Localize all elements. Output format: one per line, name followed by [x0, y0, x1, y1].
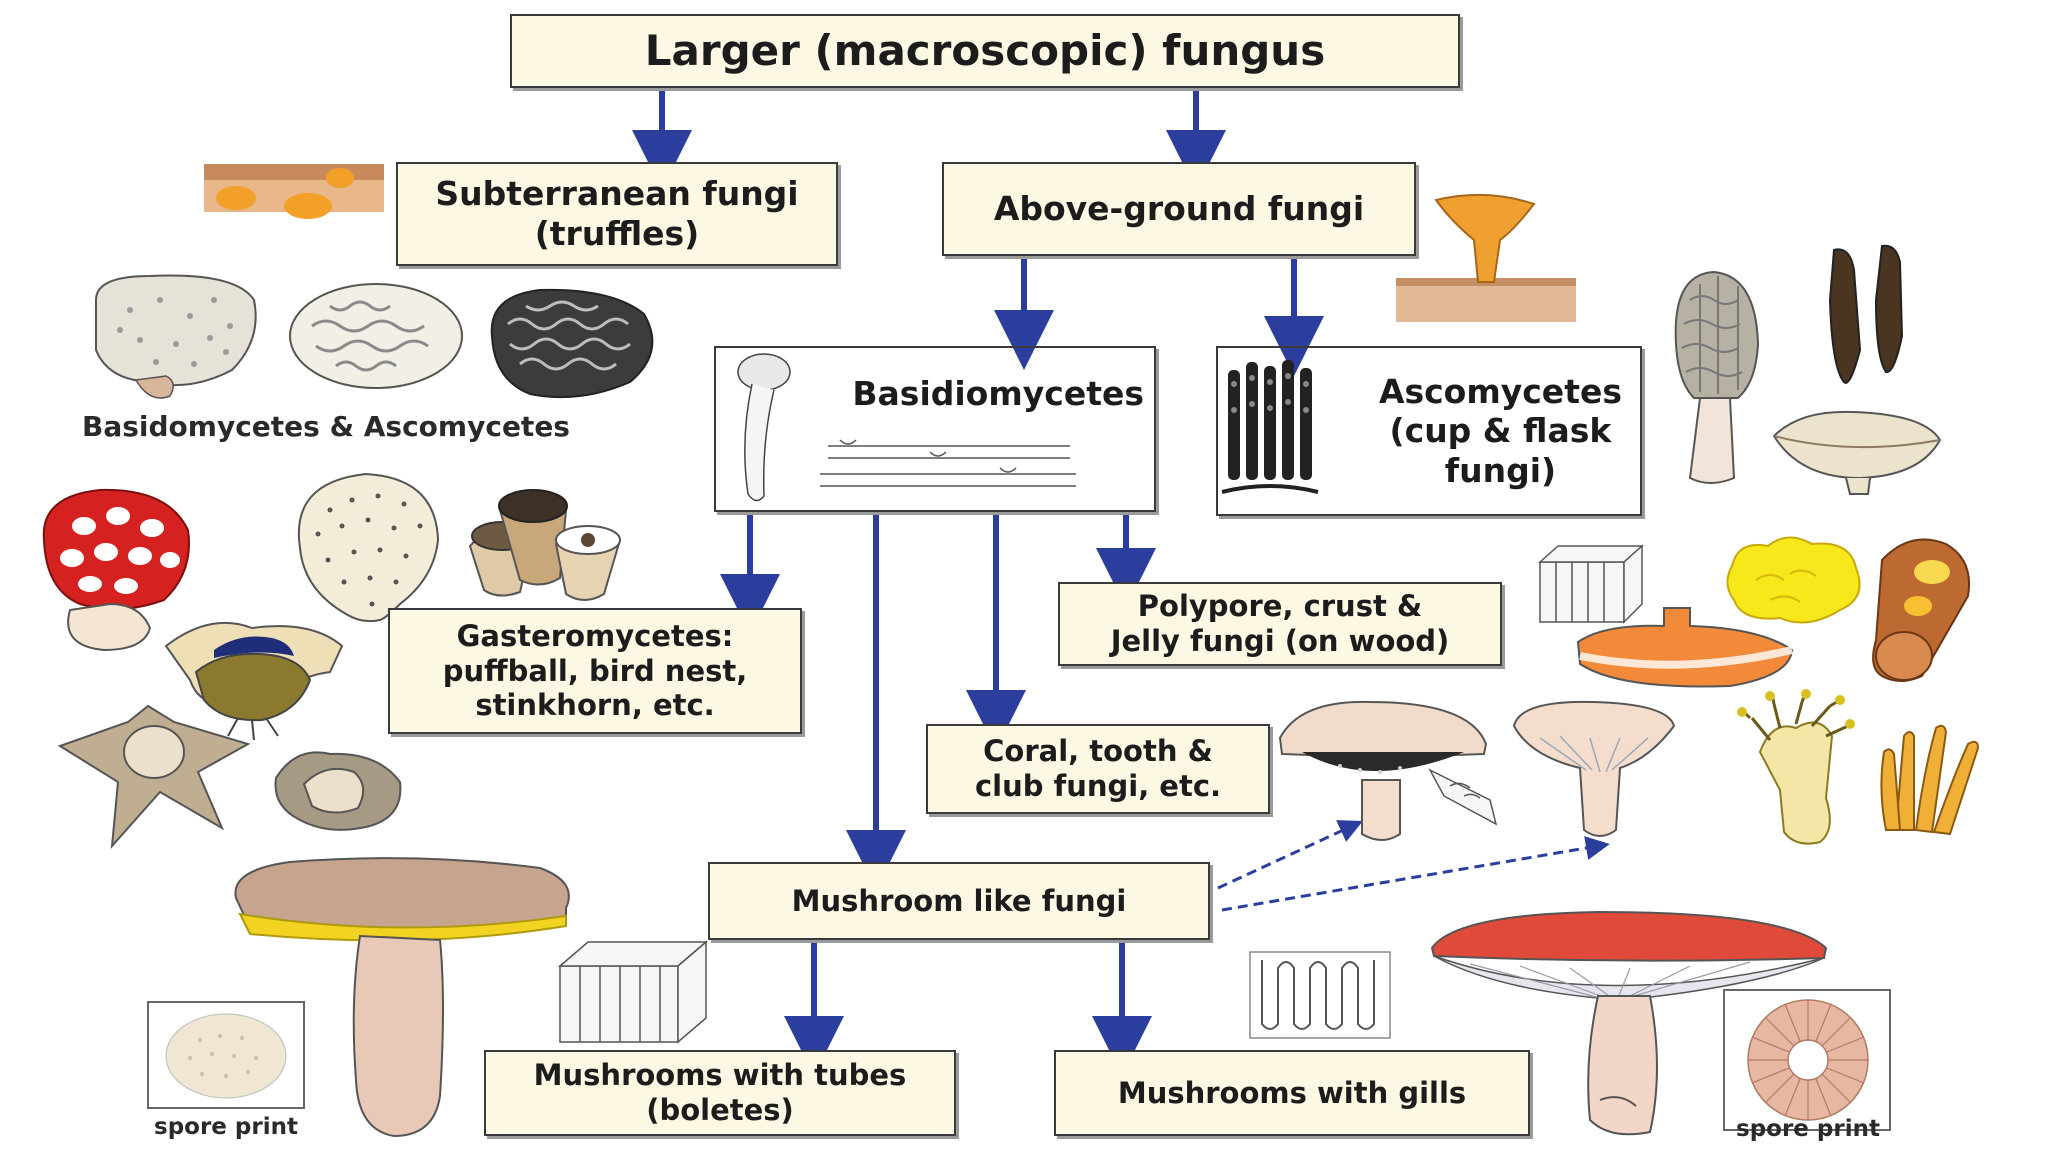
node-basidiomycetes-label: Basidiomycetes	[852, 374, 1144, 413]
node-subterranean: Subterranean fungi (truffles)	[396, 162, 838, 266]
node-basidiomycetes: Basidiomycetes	[714, 346, 1156, 512]
node-gasteromycetes-label: Gasteromycetes: puffball, bird nest, sti…	[442, 618, 748, 723]
label-basidomycetes-ascomycetes: Basidomycetes & Ascomycetes	[82, 410, 570, 443]
node-gills: Mushrooms with gills	[1054, 1050, 1530, 1136]
gilled-mushroom-section-illustration	[1278, 700, 1498, 841]
bracket-fungus-illustration	[1576, 607, 1794, 688]
node-ascomycetes-label: Ascomycetes (cup & flask fungi)	[1378, 371, 1622, 490]
red-lattice-stinkhorn-illustration	[42, 488, 190, 652]
node-mushroom-like-label: Mushroom like fungi	[791, 883, 1127, 918]
node-subterranean-label: Subterranean fungi (truffles)	[435, 174, 799, 253]
earthstar-illustration	[57, 704, 402, 849]
node-ascomycetes: Ascomycetes (cup & flask fungi)	[1216, 346, 1642, 516]
node-above-ground-label: Above-ground fungi	[993, 189, 1365, 229]
earth-tongue-illustration	[1828, 244, 1904, 384]
log-with-crust-fungi-illustration	[1872, 538, 1970, 682]
coral-fungus-yellow-illustration	[1737, 689, 1855, 845]
node-mushroom-like: Mushroom like fungi	[708, 862, 1210, 940]
node-gills-label: Mushrooms with gills	[1117, 1075, 1467, 1110]
node-above-ground: Above-ground fungi	[942, 162, 1416, 256]
node-tubes-label: Mushrooms with tubes (boletes)	[533, 1058, 907, 1127]
node-polypore-label: Polypore, crust & Jelly fungi (on wood)	[1110, 589, 1450, 658]
cup-bowl-illustration	[1772, 410, 1942, 495]
basidium-illustration	[737, 353, 1076, 502]
node-gasteromycetes: Gasteromycetes: puffball, bird nest, sti…	[388, 608, 802, 734]
earthball-illustration	[164, 621, 344, 741]
bolete-illustration	[234, 857, 570, 1138]
truffle-soil-illustration	[204, 164, 384, 219]
node-tubes: Mushrooms with tubes (boletes)	[484, 1050, 956, 1136]
coral-fingers-orange-illustration	[1880, 724, 1980, 836]
node-root-label: Larger (macroscopic) fungus	[644, 25, 1326, 75]
node-coral: Coral, tooth & club fungi, etc.	[926, 724, 1270, 814]
bird-nest-fungi-illustration	[468, 489, 622, 601]
node-root: Larger (macroscopic) fungus	[510, 14, 1460, 88]
red-cap-agaric-illustration	[1430, 910, 1828, 1136]
spore-print-right-illustration	[1723, 989, 1891, 1131]
gill-section-illustration	[1249, 951, 1391, 1039]
jelly-fungus-illustration	[1726, 536, 1861, 624]
tube-block-illustration	[557, 940, 709, 1044]
truffle-cross-sections	[95, 274, 654, 399]
dashed-arrow-to-mushroom-b	[1221, 836, 1610, 912]
label-spore-print-right: spore print	[1736, 1116, 1880, 1142]
morel-illustration	[1674, 270, 1760, 484]
dashed-arrow-to-mushroom-a	[1217, 820, 1363, 890]
asci-illustration	[1221, 360, 1319, 494]
node-polypore: Polypore, crust & Jelly fungi (on wood)	[1058, 582, 1502, 666]
cup-fungus-on-soil-illustration	[1396, 193, 1576, 322]
label-spore-print-left: spore print	[154, 1114, 298, 1140]
node-coral-label: Coral, tooth & club fungi, etc.	[974, 734, 1222, 803]
spore-print-left-illustration	[147, 1001, 305, 1109]
puffball-illustration	[297, 472, 440, 623]
polypore-tube-block-illustration	[1538, 544, 1644, 624]
funnel-mushroom-illustration	[1512, 700, 1676, 837]
